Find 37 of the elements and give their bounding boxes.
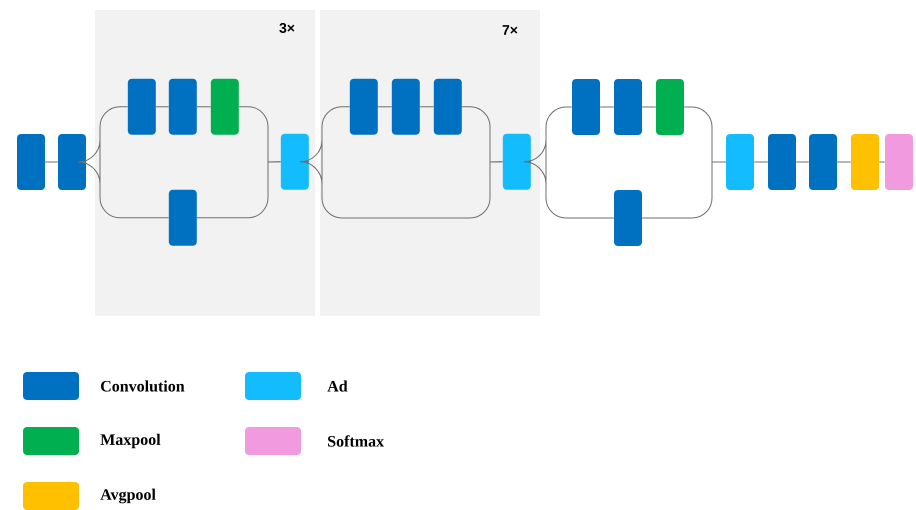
layer-block xyxy=(210,78,239,135)
layer-block xyxy=(851,134,879,190)
connector-line xyxy=(600,106,614,108)
layer-block xyxy=(726,134,754,190)
layer-block xyxy=(392,78,420,135)
legend-label: Convolution xyxy=(101,380,184,392)
repeat-band: 7× xyxy=(320,10,540,316)
legend-label: Avgpool xyxy=(100,488,156,504)
layer-block xyxy=(885,134,913,190)
layer-block xyxy=(434,78,462,135)
layer-block xyxy=(350,78,378,135)
connector-line xyxy=(196,106,212,108)
layer-block xyxy=(128,78,156,135)
layer-block xyxy=(58,134,86,190)
connector-line xyxy=(524,148,614,218)
connector-line xyxy=(642,106,656,108)
layer-block xyxy=(17,134,45,190)
connector-line xyxy=(196,150,282,218)
layer-block xyxy=(168,78,197,135)
layer-block xyxy=(280,134,309,190)
connector-line xyxy=(78,148,170,218)
layer-block xyxy=(614,190,642,246)
connector-line xyxy=(420,106,434,108)
connector-line xyxy=(642,150,726,218)
layer-block xyxy=(768,134,796,190)
connector-line xyxy=(378,106,392,108)
connector-line xyxy=(462,106,504,174)
layer-block xyxy=(168,190,197,246)
layer-block xyxy=(502,134,531,190)
layer-block xyxy=(656,79,684,135)
layer-block xyxy=(614,79,642,135)
layer-block xyxy=(809,134,837,190)
legend-label: Ad xyxy=(327,380,348,392)
connector-line xyxy=(156,106,170,108)
layer-block xyxy=(572,79,600,135)
legend-label: Softmax xyxy=(328,435,384,447)
legend-label: Maxpool xyxy=(100,434,160,448)
